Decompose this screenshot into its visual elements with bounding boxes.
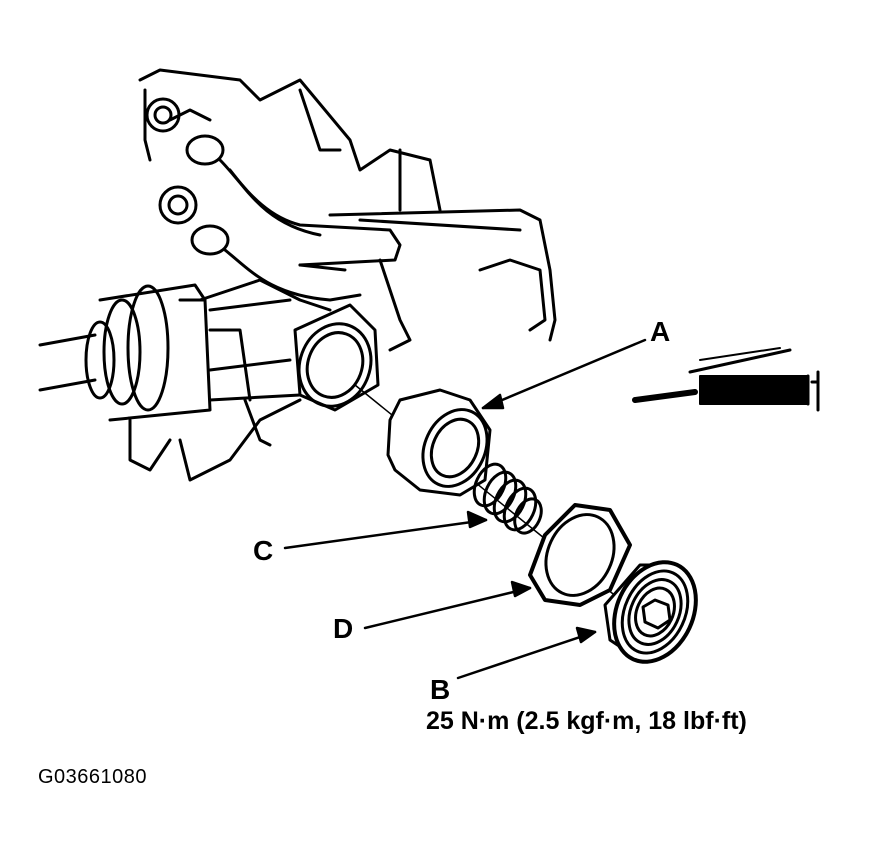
rack-housing [128,68,557,482]
rack-boot [38,283,302,422]
torque-spec: 25 N·m (2.5 kgf·m, 18 lbf·ft) [426,707,747,735]
figure-id: G03661080 [38,766,148,788]
callout-c: C [253,535,274,566]
grease-label: GREASE [711,381,787,401]
leader-lines [283,338,647,680]
callout-a: A [650,316,671,347]
rack-guide-part-a [386,388,492,497]
grease-icon: GREASE [632,347,820,412]
callout-d: D [333,613,354,644]
adjusting-screw-part-b [603,560,698,664]
callout-b: B [430,674,451,705]
locknut-part-d [528,503,632,607]
guide-housing-port [293,303,380,412]
spring-part-c [472,462,543,535]
